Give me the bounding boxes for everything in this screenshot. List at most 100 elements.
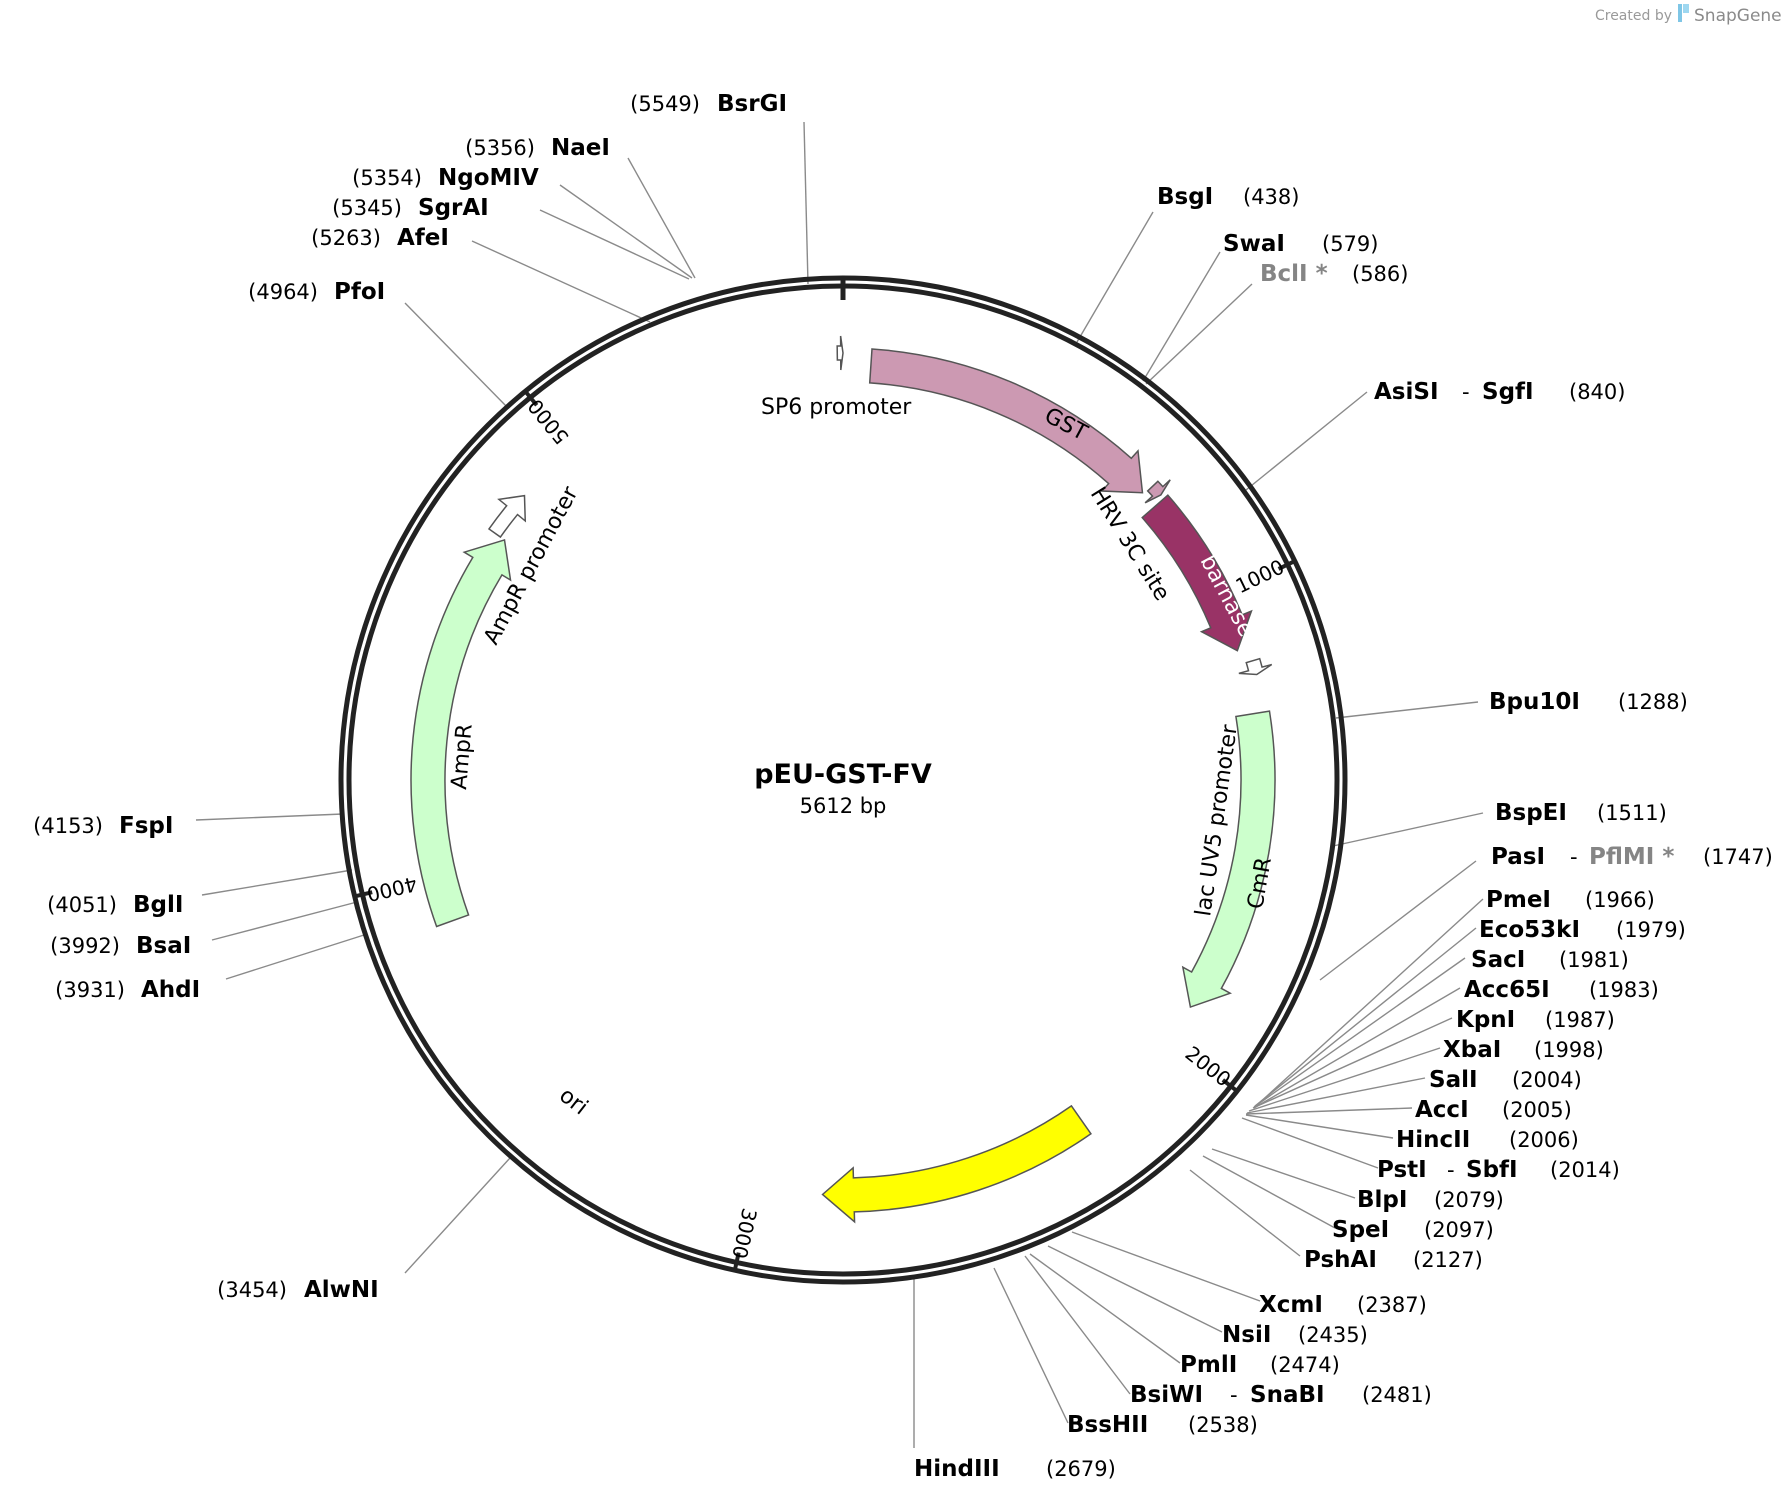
site-enzyme-sgrai[interactable]: SgrAI (418, 195, 489, 221)
site-pos-saci: (1981) (1559, 948, 1629, 972)
site-enzyme-acc65i[interactable]: Acc65I (1464, 977, 1550, 1003)
leader-bsiwi (1024, 1255, 1131, 1395)
site-enzyme-alwni[interactable]: AlwNI (304, 1277, 379, 1303)
site-enzyme-swai[interactable]: SwaI (1223, 231, 1285, 257)
site-pos-ngomiv: (5354) (352, 166, 422, 190)
plasmid-title: pEU-GST-FV 5612 bp (754, 759, 932, 818)
site-pos-sali: (2004) (1512, 1068, 1582, 1092)
feature-arrow-hrv-3c-site[interactable] (1144, 479, 1171, 504)
site-pos-bsgi: (438) (1243, 185, 1299, 209)
site-pos-xbai: (1998) (1534, 1038, 1604, 1062)
site-pos-pmei: (1966) (1585, 888, 1655, 912)
tick-label-4000: 4000 (364, 871, 419, 906)
site-enzyme-bgli[interactable]: BglI (133, 892, 183, 918)
leader-pmei (1255, 898, 1484, 1107)
site-enzyme-blpi[interactable]: BlpI (1357, 1187, 1407, 1213)
site-enzyme-bsrgi[interactable]: BsrGI (717, 91, 787, 117)
site-enzyme-bpu10i[interactable]: Bpu10I (1489, 689, 1580, 715)
site-pos-acc65i: (1983) (1589, 978, 1659, 1002)
feature-arrow-barnase[interactable] (1141, 494, 1253, 652)
tick-label-3000: 3000 (727, 1206, 761, 1261)
site-pos-xcmi: (2387) (1357, 1293, 1427, 1317)
site-enzyme-ahdi[interactable]: AhdI (141, 977, 200, 1003)
site-enzyme-eco53ki[interactable]: Eco53kI (1479, 917, 1580, 943)
leader-sali (1246, 1077, 1426, 1114)
site-enzyme-kpni[interactable]: KpnI (1456, 1007, 1515, 1033)
leader-bsai (211, 901, 358, 941)
leader-swai (1142, 251, 1221, 382)
site-enzyme-naei[interactable]: NaeI (551, 135, 610, 161)
feature-arrow-ampr-promoter[interactable] (487, 494, 527, 539)
site-pos-spei: (2097) (1424, 1218, 1494, 1242)
site-enzyme-sbfi[interactable]: SbfI (1466, 1157, 1518, 1183)
leader-xcmi (1071, 1231, 1261, 1302)
site-pos-swai: (579) (1322, 232, 1378, 256)
site-pos-pshai: (2127) (1413, 1248, 1483, 1272)
backbone (338, 275, 1348, 1285)
site-pos-bsiwi: (2481) (1362, 1383, 1432, 1407)
leader-pmli (1029, 1253, 1181, 1364)
site-enzyme-ngomiv[interactable]: NgoMIV (438, 165, 539, 191)
feature-arrow-cmr[interactable] (1181, 710, 1276, 1009)
tick-4000 (356, 890, 373, 898)
leader-eco53ki (1254, 927, 1477, 1107)
site-enzyme-asisi[interactable]: AsiSI (1374, 379, 1439, 405)
snapgene-credit: Created by SnapGene (1595, 4, 1782, 26)
leader-bsgi (1076, 211, 1154, 343)
site-leader-lines (195, 121, 1484, 1448)
site-enzyme-spei[interactable]: SpeI (1332, 1217, 1389, 1243)
leader-afei (471, 240, 651, 323)
leader-ahdi (225, 934, 365, 980)
site-enzyme-nsii[interactable]: NsiI (1222, 1322, 1271, 1348)
site-enzyme-bcli[interactable]: BclI * (1260, 261, 1328, 287)
feature-arrow-lac-uv5-promoter[interactable] (1238, 657, 1273, 676)
feature-label-ampr: AmpR (447, 723, 478, 791)
site-enzyme-psti[interactable]: PstI (1377, 1157, 1427, 1183)
leader-bsrgi (803, 121, 809, 285)
site-enzyme-pflmi[interactable]: PflMI * (1589, 844, 1674, 870)
leader-pfoi (404, 302, 509, 409)
site-enzyme-fspi[interactable]: FspI (119, 813, 173, 839)
site-enzyme-pfoi[interactable]: PfoI (334, 279, 385, 305)
leader-pshai (1189, 1169, 1301, 1257)
site-pos-bcli: (586) (1352, 262, 1408, 286)
feature-arrow-ampr[interactable] (410, 538, 512, 928)
tick-label-5000: 5000 (523, 394, 574, 449)
site-enzyme-saci[interactable]: SacI (1471, 947, 1525, 973)
site-enzyme-pmli[interactable]: PmlI (1180, 1352, 1237, 1378)
site-enzyme-hincii[interactable]: HincII (1396, 1127, 1470, 1153)
site-enzyme-pmei[interactable]: PmeI (1486, 887, 1551, 913)
site-enzyme-sali[interactable]: SalI (1429, 1067, 1478, 1093)
site-enzyme-bsshii[interactable]: BssHII (1067, 1412, 1148, 1438)
site-enzyme-xcmi[interactable]: XcmI (1259, 1292, 1323, 1318)
feature-label-ori: ori (554, 1083, 592, 1120)
site-pos-eco53ki: (1979) (1616, 918, 1686, 942)
site-enzyme-bsai[interactable]: BsaI (136, 933, 191, 959)
site-enzyme-acci[interactable]: AccI (1415, 1097, 1469, 1123)
site-enzyme-pshai[interactable]: PshAI (1304, 1247, 1377, 1273)
leader-blpi (1211, 1148, 1356, 1199)
site-enzyme-xbai[interactable]: XbaI (1443, 1037, 1501, 1063)
site-enzyme-sgfi[interactable]: SgfI (1482, 379, 1534, 405)
leader-nsii (1047, 1245, 1223, 1333)
leader-bpu10i (1335, 701, 1479, 719)
leader-kpni (1252, 1017, 1453, 1109)
tick-1000 (1277, 560, 1294, 571)
feature-arrow-gst[interactable] (868, 348, 1144, 494)
site-enzyme-pasi[interactable]: PasI (1491, 844, 1545, 870)
site-enzyme-afei[interactable]: AfeI (397, 225, 449, 251)
snapgene-logo-icon-part (1683, 4, 1689, 13)
site-enzyme-snabi[interactable]: SnaBI (1250, 1382, 1325, 1408)
leader-acci (1245, 1107, 1413, 1115)
site-pos-bpu10i: (1288) (1618, 690, 1688, 714)
site-pos-hindiii: (2679) (1046, 1457, 1116, 1481)
site-enzyme-bspei[interactable]: BspEI (1495, 800, 1567, 826)
site-enzyme-bsgi[interactable]: BsgI (1157, 184, 1213, 210)
site-enzyme-hindiii[interactable]: HindIII (914, 1456, 1000, 1482)
credit-prefix: Created by (1595, 8, 1672, 24)
feature-arrow-ori[interactable] (821, 1104, 1092, 1224)
site-enzyme-bsiwi[interactable]: BsiWI (1130, 1382, 1203, 1408)
site-pos-blpi: (2079) (1434, 1188, 1504, 1212)
feature-arrow-sp6-promoter[interactable] (836, 335, 844, 371)
